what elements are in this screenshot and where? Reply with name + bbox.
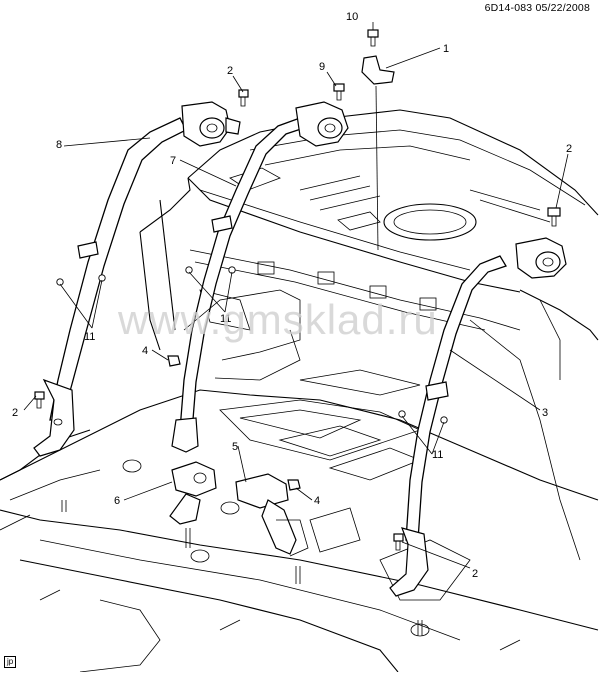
callout-4: 4 [314,495,320,507]
callout-numbers: 10 1 9 2 8 7 2 11 11 4 2 3 5 6 4 11 2 [12,11,572,580]
anchor-studs [61,500,423,636]
seat-back-frame [139,177,521,381]
bolt-9 [333,83,345,101]
callout-2: 2 [12,407,18,419]
left-outer-belt-assembly [33,101,241,457]
callout-2: 2 [566,143,572,155]
drawing-date: 05/22/2008 [535,2,590,14]
nut-4-right [287,479,301,491]
right-outer-belt-assembly [389,237,567,597]
callout-11: 11 [220,313,231,325]
callout-1: 1 [443,43,449,55]
drawing-header: 6D14-083 05/22/2008 [485,2,590,14]
callout-10: 10 [346,11,358,23]
watermark: www.gmsklad.ru [118,296,438,343]
rear-floor-pan [0,369,599,673]
callout-8: 8 [56,139,62,151]
callout-9: 9 [319,61,325,73]
center-belt-assembly [171,101,349,453]
callout-5: 5 [232,441,238,453]
bolt-10 [367,29,379,47]
nut-4-left [167,355,181,367]
bolt-2-left [34,391,45,409]
bolt-2-top [238,89,249,107]
trim-clips [56,266,448,424]
callout-11: 11 [432,449,443,461]
center-buckle-assembly [235,473,309,557]
drawing-code: 6D14-083 [484,2,533,14]
bolt-2-right [547,207,561,227]
callout-2: 2 [472,568,478,580]
callout-6: 6 [114,495,120,507]
callout-2: 2 [227,65,233,77]
callout-7: 7 [170,155,176,167]
callout-3: 3 [542,407,548,419]
guide-bracket [361,55,395,251]
leader-lines [23,22,569,569]
left-buckle-assembly [169,461,217,525]
bolt-2-bottom [393,533,404,551]
right-quarter-panel [469,289,599,561]
callout-4: 4 [142,345,148,357]
corner-badge: jp [4,656,17,668]
callout-11: 11 [84,331,95,343]
